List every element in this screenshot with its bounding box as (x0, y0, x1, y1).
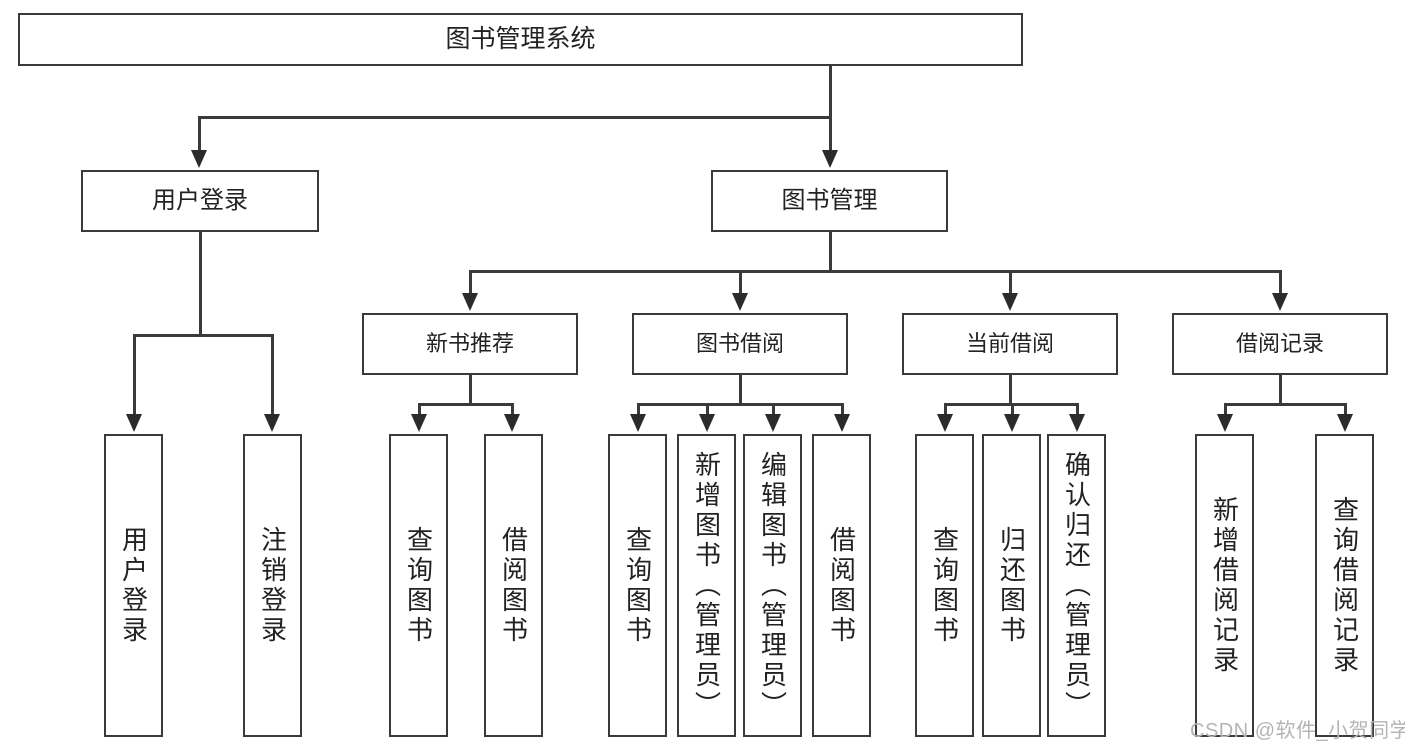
connector-new-book-bar (418, 403, 513, 406)
arrowhead-book-mgmt-borrow-records (1272, 293, 1288, 311)
node-book-management[interactable]: 图书管理 (711, 170, 948, 232)
connector-current-borrow-to-leaf-3 (1076, 403, 1079, 417)
leaf-book-borrow-query[interactable]: 查询图书 (608, 434, 667, 737)
connector-book-mgmt-to-borrow-records (1279, 270, 1282, 296)
connector-current-borrow-stem (1009, 375, 1012, 405)
node-label: 借阅图书 (498, 525, 529, 646)
connector-current-borrow-to-leaf-2 (1011, 403, 1014, 417)
arrowhead-book-mgmt-current-borrow (1002, 293, 1018, 311)
connector-book-mgmt-to-new-book (469, 270, 472, 296)
connector-book-mgmt-bar (469, 270, 1281, 273)
connector-borrow-records-to-leaf-1 (1224, 403, 1227, 417)
arrowhead-book-mgmt-book-borrow (732, 293, 748, 311)
arrowhead-root-to-book-mgmt (822, 150, 838, 168)
arrowhead-new-book-leaf-1 (411, 414, 427, 432)
arrowhead-user-login-leaf-1 (126, 414, 142, 432)
connector-root-stem (829, 66, 832, 118)
node-label: 图书管理系统 (445, 24, 596, 53)
node-label: 新书推荐 (425, 331, 514, 357)
arrowhead-root-to-user-login (191, 150, 207, 168)
node-label: 编辑图书（管理员） (757, 450, 788, 721)
connector-root-bar (198, 116, 831, 119)
leaf-book-borrow-add[interactable]: 新增图书（管理员） (677, 434, 736, 737)
node-label: 注销登录 (257, 525, 288, 646)
connector-new-book-to-leaf-1 (418, 403, 421, 417)
connector-book-mgmt-stem (829, 232, 832, 272)
arrowhead-current-borrow-leaf-1 (937, 414, 953, 432)
node-current-borrow[interactable]: 当前借阅 (902, 313, 1118, 375)
node-user-login[interactable]: 用户登录 (81, 170, 319, 232)
arrowhead-book-borrow-leaf-1 (630, 414, 646, 432)
connector-book-mgmt-to-book-borrow (739, 270, 742, 296)
connector-borrow-records-bar (1224, 403, 1346, 406)
leaf-new-book-query[interactable]: 查询图书 (389, 434, 448, 737)
connector-user-login-to-leaf-1 (133, 334, 136, 418)
leaf-user-login-signout[interactable]: 注销登录 (243, 434, 302, 737)
connector-book-mgmt-to-current-borrow (1009, 270, 1012, 296)
node-new-book-recommend[interactable]: 新书推荐 (362, 313, 578, 375)
connector-book-borrow-to-leaf-4 (841, 403, 844, 417)
node-label: 查询图书 (622, 525, 653, 646)
connector-user-login-stem (199, 232, 202, 336)
arrowhead-current-borrow-leaf-2 (1004, 414, 1020, 432)
node-label: 新增借阅记录 (1209, 495, 1240, 676)
node-root-system[interactable]: 图书管理系统 (18, 13, 1023, 66)
connector-root-to-user-login (198, 116, 201, 152)
csdn-watermark: CSDN @软件_小贺同学 (1190, 720, 1405, 742)
connector-book-borrow-stem (739, 375, 742, 405)
node-label: 图书借阅 (695, 331, 784, 357)
node-label: 查询借阅记录 (1329, 495, 1360, 676)
connector-book-borrow-to-leaf-1 (637, 403, 640, 417)
connector-current-borrow-to-leaf-1 (944, 403, 947, 417)
leaf-book-borrow-edit[interactable]: 编辑图书（管理员） (743, 434, 802, 737)
arrowhead-book-borrow-leaf-3 (765, 414, 781, 432)
leaf-user-login-signin[interactable]: 用户登录 (104, 434, 163, 737)
connector-new-book-stem (469, 375, 472, 405)
arrowhead-book-mgmt-new-book (462, 293, 478, 311)
arrowhead-book-borrow-leaf-4 (834, 414, 850, 432)
arrowhead-borrow-records-leaf-1 (1217, 414, 1233, 432)
connector-borrow-records-to-leaf-2 (1344, 403, 1347, 417)
leaf-new-book-borrow[interactable]: 借阅图书 (484, 434, 543, 737)
node-label: 图书管理 (781, 186, 878, 214)
node-label: 当前借阅 (965, 331, 1054, 357)
node-label: 借阅记录 (1235, 331, 1324, 357)
node-label: 确认归还（管理员） (1061, 450, 1092, 721)
leaf-book-borrow-borrow[interactable]: 借阅图书 (812, 434, 871, 737)
arrowhead-current-borrow-leaf-3 (1069, 414, 1085, 432)
connector-user-login-to-leaf-2 (271, 334, 274, 418)
node-label: 查询图书 (929, 525, 960, 646)
connector-book-borrow-to-leaf-3 (772, 403, 775, 417)
arrowhead-book-borrow-leaf-2 (699, 414, 715, 432)
node-label: 新增图书（管理员） (691, 450, 722, 721)
leaf-current-borrow-query[interactable]: 查询图书 (915, 434, 974, 737)
node-label: 用户登录 (152, 186, 248, 214)
connector-user-login-bar (133, 334, 272, 337)
leaf-current-borrow-confirm-return[interactable]: 确认归还（管理员） (1047, 434, 1106, 737)
leaf-borrow-records-add[interactable]: 新增借阅记录 (1195, 434, 1254, 737)
connector-new-book-to-leaf-2 (511, 403, 514, 417)
node-borrow-records[interactable]: 借阅记录 (1172, 313, 1388, 375)
node-label: 借阅图书 (826, 525, 857, 646)
leaf-borrow-records-query[interactable]: 查询借阅记录 (1315, 434, 1374, 737)
arrowhead-new-book-leaf-2 (504, 414, 520, 432)
connector-borrow-records-stem (1279, 375, 1282, 405)
node-label: 查询图书 (403, 525, 434, 646)
node-label: 归还图书 (996, 525, 1027, 646)
leaf-current-borrow-return[interactable]: 归还图书 (982, 434, 1041, 737)
connector-root-to-book-mgmt (829, 116, 832, 152)
connector-book-borrow-bar (637, 403, 843, 406)
connector-book-borrow-to-leaf-2 (706, 403, 709, 417)
arrowhead-borrow-records-leaf-2 (1337, 414, 1353, 432)
node-book-borrow[interactable]: 图书借阅 (632, 313, 848, 375)
arrowhead-user-login-leaf-2 (264, 414, 280, 432)
node-label: 用户登录 (118, 525, 149, 646)
